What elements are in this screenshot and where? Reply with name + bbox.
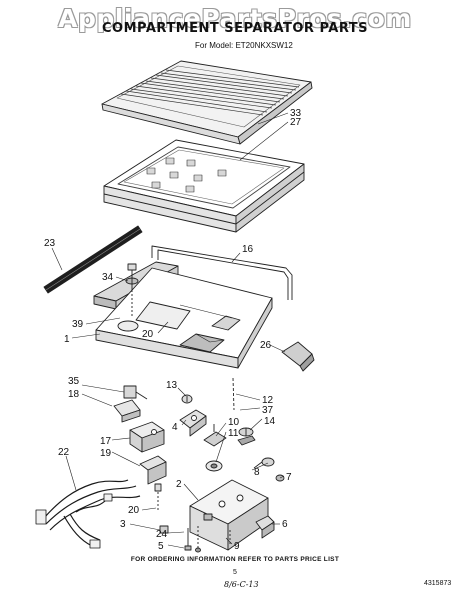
plug-clip-part — [113, 385, 148, 423]
callout-4: 4 — [172, 422, 178, 433]
screw-part — [125, 263, 139, 316]
callout-13: 13 — [166, 380, 178, 391]
callout-27: 27 — [290, 117, 302, 128]
separator-base-part — [95, 267, 273, 369]
callout-34: 34 — [102, 272, 114, 283]
hardware-part — [159, 525, 231, 553]
callout-37: 37 — [262, 405, 274, 416]
callout-17: 17 — [100, 436, 112, 447]
callout-33: 33 — [290, 108, 302, 119]
callout-7: 7 — [286, 472, 292, 483]
callout-1: 1 — [64, 334, 70, 345]
callout-16: 16 — [242, 244, 254, 255]
separator-frame-part — [103, 139, 305, 233]
wiring-harness-part — [35, 479, 141, 549]
grille-cover-part — [101, 60, 313, 145]
callout-12: 12 — [262, 395, 274, 406]
model-number: For Model: ET20NKXSW12 — [195, 41, 293, 50]
callout-14: 14 — [264, 416, 276, 427]
callout-22: 22 — [58, 447, 70, 458]
control-housing-part — [189, 479, 269, 551]
control-bracket-part — [179, 409, 207, 437]
callout-19: 19 — [100, 448, 112, 459]
knob-part — [181, 394, 193, 404]
page-number: 5 — [233, 569, 237, 576]
switch-part — [255, 515, 275, 539]
watermark-logo: AppliancePartsPros.com — [58, 4, 412, 33]
callout-labels: 33 27 23 16 34 39 20 1 26 35 18 13 12 37… — [44, 108, 302, 552]
ordering-note: FOR ORDERING INFORMATION REFER TO PARTS … — [130, 556, 340, 563]
callout-20: 20 — [142, 329, 154, 340]
callout-20b: 20 — [128, 505, 140, 516]
handwritten-note: 8/6-C-13 — [224, 580, 259, 589]
callout-3: 3 — [120, 519, 126, 530]
callout-18: 18 — [68, 389, 80, 400]
mounting-bracket-part — [151, 245, 293, 300]
callout-2: 2 — [176, 479, 182, 490]
callout-39: 39 — [72, 319, 84, 330]
thermostat-part — [203, 424, 227, 472]
callout-23: 23 — [44, 238, 56, 249]
callout-6: 6 — [282, 519, 288, 530]
callout-35: 35 — [68, 376, 80, 387]
document-code: 4315873 — [424, 580, 452, 587]
thermostat-spring-part — [232, 377, 256, 446]
callout-24: 24 — [156, 529, 168, 540]
callout-26: 26 — [260, 340, 272, 351]
callout-11: 11 — [228, 428, 239, 439]
leader-lines — [51, 112, 289, 549]
callout-9: 9 — [234, 541, 240, 552]
page-title: COMPARTMENT SEPARATOR PARTS — [101, 21, 369, 36]
callout-5: 5 — [158, 541, 164, 552]
callout-10: 10 — [228, 417, 240, 428]
callout-8: 8 — [254, 467, 260, 478]
damper-baffle-part — [281, 341, 315, 372]
gasket-strip-part — [43, 225, 143, 294]
terminal-block-part — [129, 421, 167, 512]
